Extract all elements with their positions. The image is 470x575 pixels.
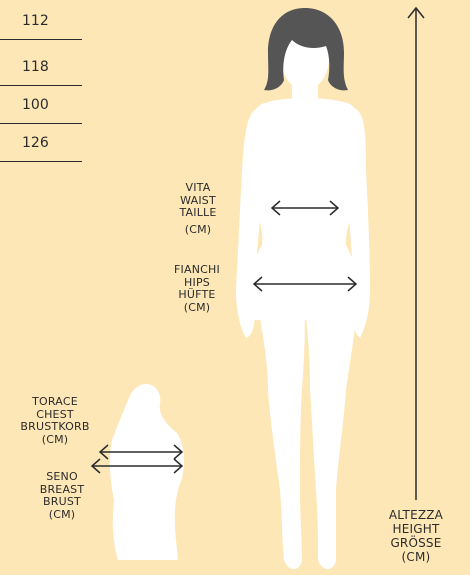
hips-label-line: HÜFTE [162,289,232,302]
chest-label-line: (CM) [20,434,90,447]
waist-label: VITA WAIST TAILLE (CM) [168,182,228,236]
woman-silhouette [236,80,370,569]
chest-label-line: BRUSTKORB [20,421,90,434]
breast-label-line: SENO [28,471,96,484]
breast-label: SENO BREAST BRUST (CM) [28,471,96,521]
height-label-line: HEIGHT [380,522,452,536]
waist-label-line: TAILLE [168,207,228,220]
bust-silhouette [110,384,184,560]
breast-label-line: BRUST [28,496,96,509]
height-label-line: GRÖSSE [380,536,452,550]
height-label: ALTEZZA HEIGHT GRÖSSE (CM) [380,508,452,564]
height-label-line: ALTEZZA [380,508,452,522]
chest-label-line: TORACE [20,396,90,409]
hips-label: FIANCHI HIPS HÜFTE (CM) [162,264,232,314]
breast-label-line: (CM) [28,509,96,522]
hips-label-line: (CM) [162,302,232,315]
chest-label: TORACE CHEST BRUSTKORB (CM) [20,396,90,446]
height-label-line: (CM) [380,550,452,564]
waist-label-line: (CM) [168,224,228,237]
hips-label-line: FIANCHI [162,264,232,277]
height-arrow [408,8,424,500]
waist-label-line: VITA [168,182,228,195]
